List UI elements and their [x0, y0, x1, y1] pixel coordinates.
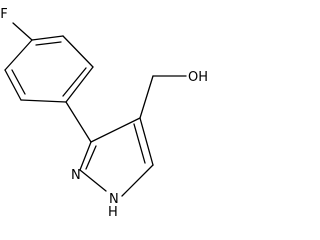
bond-c1-c2-inner [35, 41, 62, 46]
pyrazole-n1-label: N [109, 192, 119, 207]
bond-aryl-pyrazole [65, 101, 92, 143]
n1-hydrogen-label: H [108, 205, 118, 218]
pyrazole-ring [79, 117, 154, 197]
bond-n2-c3-inner [85, 145, 97, 170]
bond-c5-c6-inner [11, 69, 26, 95]
bond-n2-c3 [79, 141, 92, 171]
bond-n1-n2 [79, 169, 107, 192]
bond-c6-c1 [4, 39, 33, 71]
bond-c4-ch2 [139, 75, 154, 119]
fluorophenyl-ring [4, 22, 94, 103]
bond-c3-c4-pyrazole [90, 117, 141, 143]
chemical-structure-diagram: F OH N N H [0, 7, 208, 218]
bond-c3-c4 [65, 66, 94, 103]
hydroxyl-label: OH [188, 70, 208, 85]
bond-c4-c5-pyrazole [139, 117, 154, 166]
bond-c4-c5-pyrazole-inner [133, 123, 146, 164]
bond-c4-c5 [20, 99, 67, 103]
fluorine-label: F [0, 7, 7, 22]
hydroxymethyl-group [139, 75, 187, 119]
structure-canvas: F OH N N H [0, 7, 208, 218]
bond-c5-n1 [121, 164, 154, 197]
bond-c1-c2 [31, 35, 64, 41]
bond-c5-c6 [4, 69, 22, 101]
bond-f-c1 [12, 22, 33, 41]
bond-c2-c3 [62, 35, 94, 68]
bond-c3-c4-inner [62, 67, 87, 97]
pyrazole-n2-label: N [71, 168, 81, 183]
